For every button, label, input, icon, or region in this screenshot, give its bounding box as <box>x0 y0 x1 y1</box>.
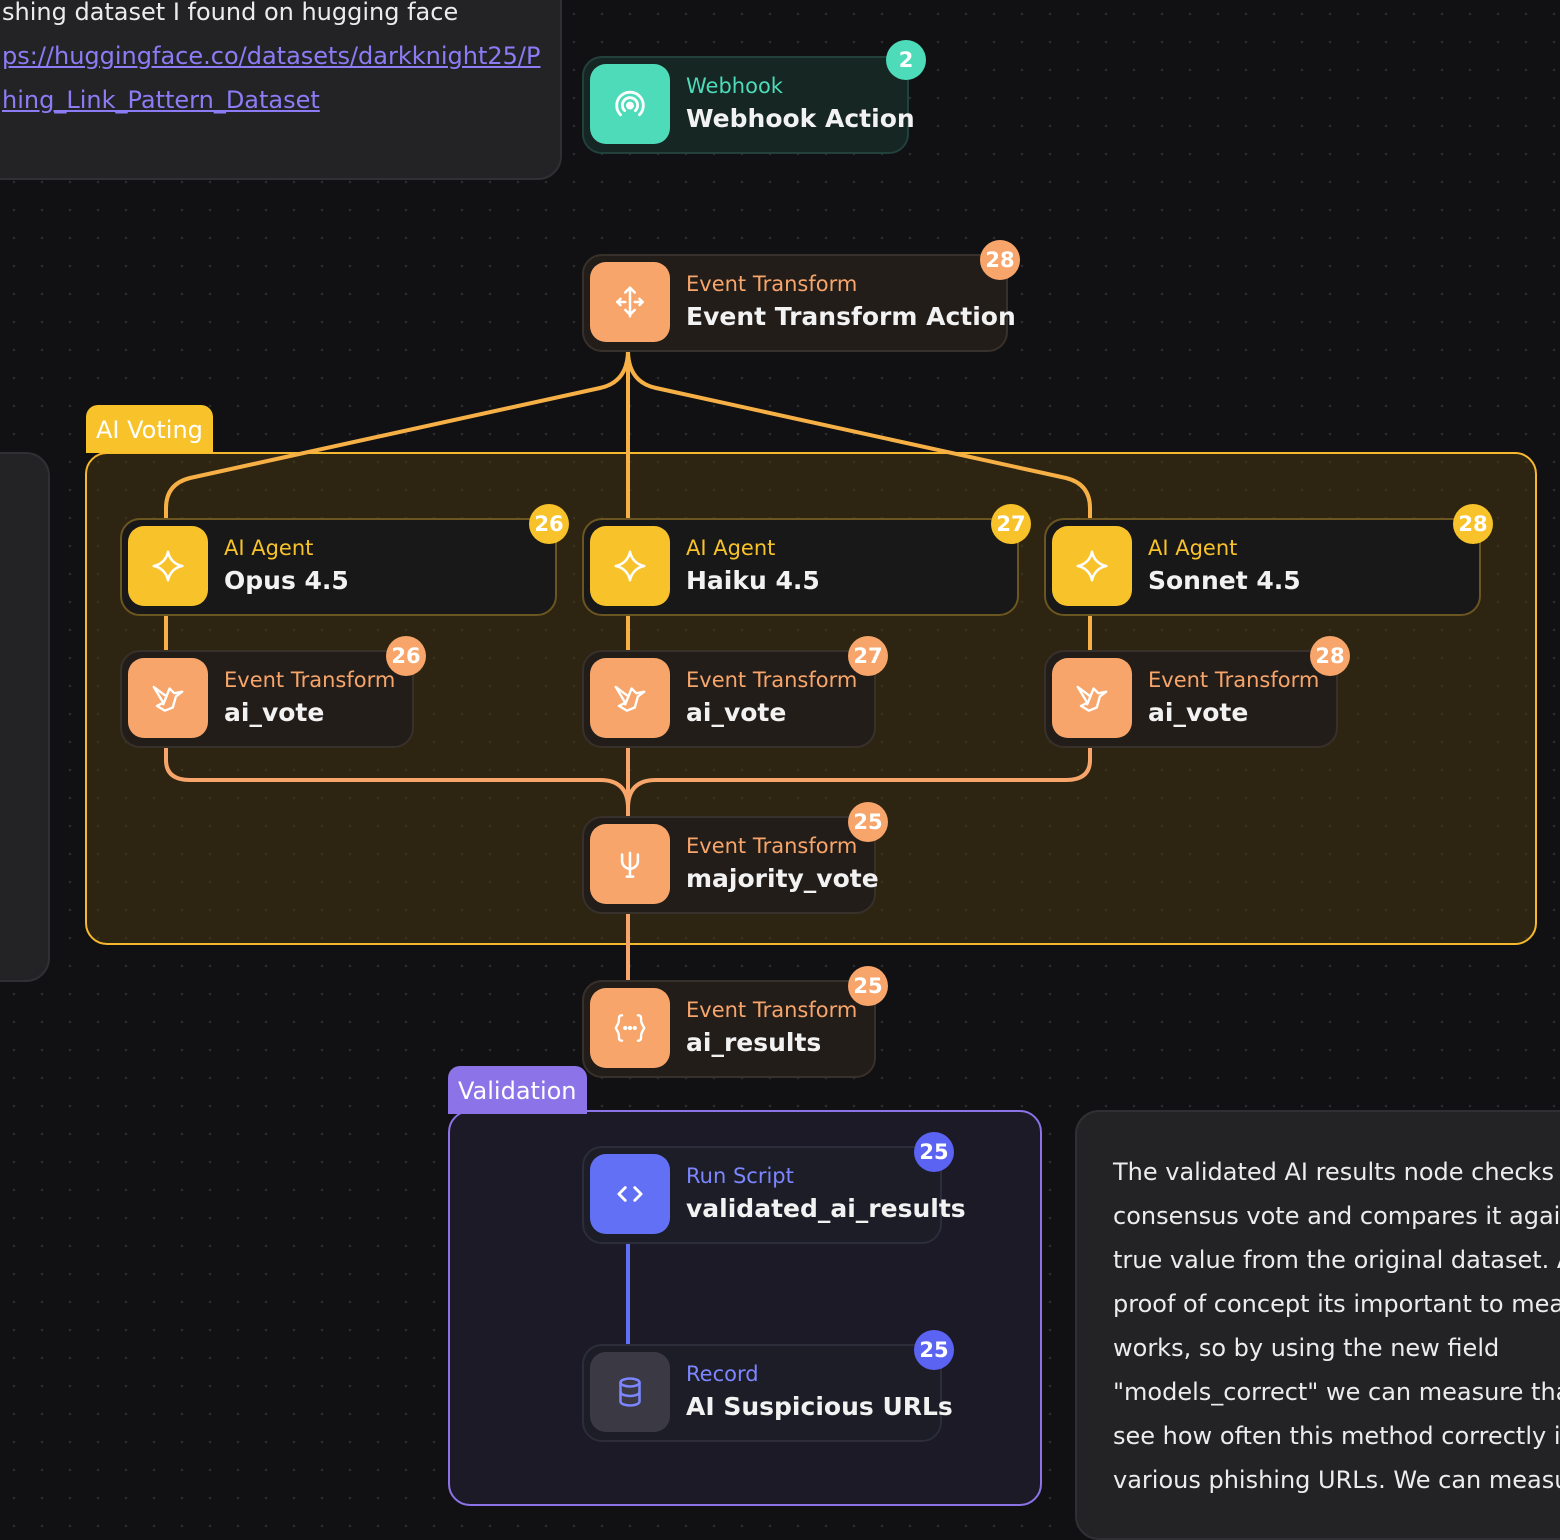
left-note-card[interactable] <box>0 452 50 982</box>
event-transform-action-node[interactable]: Event Transform Event Transform Action 2… <box>582 240 1020 352</box>
ai-results-badge: 25 <box>848 966 888 1006</box>
dataset-link[interactable]: ps://huggingface.co/datasets/darkknight2… <box>2 42 541 70</box>
ai-vote-opus-node[interactable]: Event Transform ai_vote 26 <box>120 636 426 748</box>
ai-vote-sonnet-node[interactable]: Event Transform ai_vote 28 <box>1044 636 1350 748</box>
right-note-line: works, so by using the new field <box>1113 1334 1500 1362</box>
ai-vote-opus-name: ai_vote <box>224 698 325 727</box>
validated-ai-results-name: validated_ai_results <box>686 1194 966 1223</box>
ai-agent-haiku-node[interactable]: AI Agent Haiku 4.5 27 <box>582 504 1031 616</box>
top-note-card[interactable]: shing dataset I found on hugging face ps… <box>0 0 562 180</box>
ai-agent-haiku-name: Haiku 4.5 <box>686 566 820 595</box>
top-note-body: shing dataset I found on hugging face ps… <box>2 0 540 122</box>
ai-agent-sonnet-type: AI Agent <box>1148 536 1238 560</box>
majority-vote-node[interactable]: Event Transform majority_vote 25 <box>582 802 888 914</box>
right-note-line: proof of concept its important to meas <box>1113 1290 1560 1318</box>
ai-agent-sonnet-badge: 28 <box>1453 504 1493 544</box>
validated-ai-results-type: Run Script <box>686 1164 794 1188</box>
ai-results-type: Event Transform <box>686 998 858 1022</box>
sparkle-icon <box>590 526 670 606</box>
right-note-line: consensus vote and compares it agains <box>1113 1202 1560 1230</box>
ai-agent-opus-badge: 26 <box>529 504 569 544</box>
validated-ai-results-node[interactable]: Run Script validated_ai_results 25 <box>582 1132 966 1244</box>
right-note-line: "models_correct" we can measure that <box>1113 1378 1560 1406</box>
right-note-line: true value from the original dataset. As <box>1113 1246 1560 1274</box>
event-transform-action-badge: 28 <box>980 240 1020 280</box>
majority-vote-badge: 25 <box>848 802 888 842</box>
ai-vote-opus-type: Event Transform <box>224 668 396 692</box>
record-badge: 25 <box>914 1330 954 1370</box>
right-note-card[interactable]: The validated AI results node checks th c… <box>1075 1110 1560 1540</box>
trident-icon <box>590 824 670 904</box>
braces-icon <box>590 988 670 1068</box>
ai-agent-haiku-badge: 27 <box>991 504 1031 544</box>
record-node[interactable]: Record AI Suspicious URLs 25 <box>582 1330 954 1442</box>
record-name: AI Suspicious URLs <box>686 1392 953 1421</box>
right-note-body: The validated AI results node checks th c… <box>1113 1150 1560 1502</box>
ai-vote-haiku-name: ai_vote <box>686 698 787 727</box>
ai-agent-haiku-type: AI Agent <box>686 536 776 560</box>
database-icon <box>590 1352 670 1432</box>
dataset-link-continued[interactable]: hing_Link_Pattern_Dataset <box>2 86 320 114</box>
ai-vote-haiku-node[interactable]: Event Transform ai_vote 27 <box>582 636 888 748</box>
ai-vote-haiku-type: Event Transform <box>686 668 858 692</box>
ai-results-node[interactable]: Event Transform ai_results 25 <box>582 966 888 1078</box>
ai-agent-sonnet-name: Sonnet 4.5 <box>1148 566 1301 595</box>
ai-agent-sonnet-node[interactable]: AI Agent Sonnet 4.5 28 <box>1044 504 1493 616</box>
validation-group-label[interactable]: Validation <box>448 1066 587 1114</box>
ai-vote-sonnet-name: ai_vote <box>1148 698 1249 727</box>
record-type: Record <box>686 1362 759 1386</box>
sparkle-icon <box>128 526 208 606</box>
bird-icon <box>1052 658 1132 738</box>
ai-agent-opus-node[interactable]: AI Agent Opus 4.5 26 <box>120 504 569 616</box>
code-icon <box>590 1154 670 1234</box>
webhook-run-count-badge: 2 <box>886 40 926 80</box>
ai-agent-opus-name: Opus 4.5 <box>224 566 349 595</box>
right-note-line: various phishing URLs. We can measure <box>1113 1466 1560 1494</box>
bird-icon <box>590 658 670 738</box>
sparkle-icon <box>1052 526 1132 606</box>
right-note-line: The validated AI results node checks th <box>1113 1158 1560 1186</box>
ai-vote-haiku-badge: 27 <box>848 636 888 676</box>
top-note-text: shing dataset I found on hugging face <box>2 0 459 26</box>
webhook-node[interactable]: Webhook Webhook Action 2 <box>582 40 926 154</box>
majority-vote-type: Event Transform <box>686 834 858 858</box>
webhook-node-name: Webhook Action <box>686 104 915 133</box>
ai-vote-opus-badge: 26 <box>386 636 426 676</box>
webhook-icon <box>590 64 670 144</box>
bird-icon <box>128 658 208 738</box>
majority-vote-name: majority_vote <box>686 864 879 893</box>
webhook-node-type: Webhook <box>686 74 783 98</box>
event-transform-action-name: Event Transform Action <box>686 302 1016 331</box>
ai-agent-opus-type: AI Agent <box>224 536 314 560</box>
split-icon <box>590 262 670 342</box>
right-note-line: see how often this method correctly id <box>1113 1422 1560 1450</box>
ai-voting-group-label[interactable]: AI Voting <box>86 405 213 453</box>
ai-vote-sonnet-type: Event Transform <box>1148 668 1320 692</box>
event-transform-action-type: Event Transform <box>686 272 858 296</box>
ai-vote-sonnet-badge: 28 <box>1310 636 1350 676</box>
validated-ai-results-badge: 25 <box>914 1132 954 1172</box>
ai-results-name: ai_results <box>686 1028 822 1057</box>
